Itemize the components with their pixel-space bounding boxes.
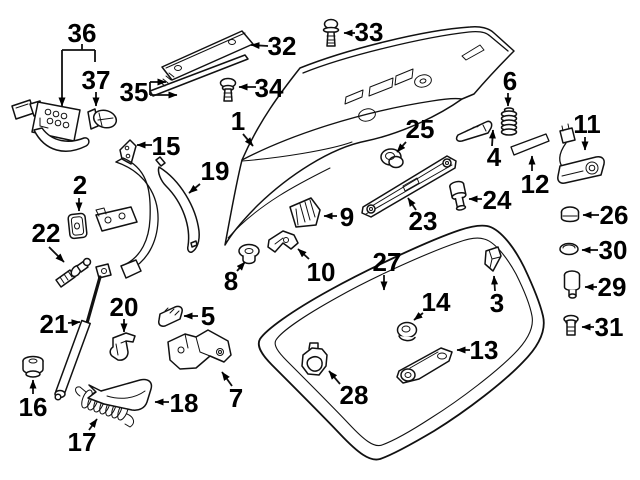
callout-1-label: 1 xyxy=(231,106,245,136)
part-sleeve xyxy=(87,378,153,411)
callout-36-label: 36 xyxy=(68,18,97,48)
part-bolt-angled xyxy=(55,257,92,288)
part-strip xyxy=(455,120,493,142)
part-weatherstrip-seal xyxy=(257,224,545,461)
callout-37-label: 37 xyxy=(82,65,111,95)
callout-4-arrow xyxy=(488,129,496,147)
part-buffer-block xyxy=(289,197,321,228)
callout-16-label: 16 xyxy=(19,392,48,422)
part-bracket xyxy=(267,230,299,253)
part-rivet-31 xyxy=(563,314,579,336)
callout-2-label: 2 xyxy=(73,170,87,200)
callout-4-label: 4 xyxy=(487,142,502,172)
part-plug-29 xyxy=(563,270,581,299)
callout-20-label: 20 xyxy=(110,292,139,322)
callout-14-arrow xyxy=(413,312,424,321)
parts-artwork xyxy=(11,18,605,461)
callout-7-label: 7 xyxy=(229,383,243,413)
callout-25-arrow xyxy=(396,141,407,153)
callout-28-label: 28 xyxy=(340,380,369,410)
callout-22-label: 22 xyxy=(32,218,61,248)
callout-22-arrow xyxy=(48,246,65,263)
callout-10-label: 10 xyxy=(307,257,336,287)
part-bulb xyxy=(87,108,118,130)
part-shoulder-bolt xyxy=(449,180,467,211)
part-buffer-coil xyxy=(500,107,518,136)
part-light-bar xyxy=(361,155,457,218)
part-screw xyxy=(322,18,340,47)
callout-32-arrow xyxy=(250,42,269,49)
callout-21-label: 21 xyxy=(40,309,69,339)
callout-33-label: 33 xyxy=(355,17,384,47)
callout-10-arrow xyxy=(297,248,310,260)
emblem-hole-upper xyxy=(414,74,432,88)
part-clip-rivet xyxy=(219,77,237,102)
callout-31-label: 31 xyxy=(595,312,624,342)
part-plate-outline xyxy=(510,133,550,156)
part-hinge-arm xyxy=(95,157,159,279)
callout-23-label: 23 xyxy=(409,206,438,236)
part-grommet-14 xyxy=(396,321,418,342)
callout-11-label: 11 xyxy=(573,109,601,139)
callout-34-label: 34 xyxy=(255,73,284,103)
callout-18-label: 18 xyxy=(170,388,199,418)
part-gas-strut xyxy=(54,263,112,401)
callout-3-arrow xyxy=(491,275,499,292)
callout-23-arrow xyxy=(407,197,417,211)
part-clamp xyxy=(109,332,136,361)
part-pad xyxy=(67,212,88,240)
callout-28-arrow xyxy=(328,370,341,385)
part-trunk-lid xyxy=(224,26,515,246)
part-grommet-26 xyxy=(560,206,580,223)
part-trim-strip xyxy=(155,156,200,253)
part-license-lamp-assembly xyxy=(11,99,90,152)
callout-12-label: 12 xyxy=(521,169,550,199)
callout-19-label: 19 xyxy=(201,156,230,186)
callout-35-label: 35 xyxy=(120,77,149,107)
callout-17-arrow xyxy=(88,418,98,431)
callout-17-label: 17 xyxy=(68,427,97,457)
callout-6-label: 6 xyxy=(503,66,517,96)
callout-15-label: 15 xyxy=(152,131,181,161)
callout-19-arrow xyxy=(188,183,201,194)
callout-8-label: 8 xyxy=(224,266,238,296)
part-grommet-flanged xyxy=(380,148,404,169)
callout-5-label: 5 xyxy=(201,301,215,331)
part-latch xyxy=(301,342,328,376)
callout-32-label: 32 xyxy=(268,31,297,61)
callout-1-arrow xyxy=(242,133,254,147)
callout-14-label: 14 xyxy=(422,287,451,317)
part-striker xyxy=(396,347,453,384)
callout-29-label: 29 xyxy=(598,272,627,302)
part-grommet-round xyxy=(238,243,260,265)
callout-8-arrow xyxy=(236,261,246,272)
callout-24-label: 24 xyxy=(483,185,512,215)
callout-27-label: 27 xyxy=(373,247,402,277)
callout-7-arrow xyxy=(221,371,233,387)
callout-3-label: 3 xyxy=(490,288,504,318)
part-cap-nut xyxy=(22,355,44,378)
part-oval-plug-30 xyxy=(559,242,579,256)
part-hinge-mount xyxy=(167,329,232,370)
part-cap xyxy=(158,305,183,327)
part-wedge xyxy=(484,246,502,272)
callout-9-label: 9 xyxy=(340,202,354,232)
callout-25-label: 25 xyxy=(406,114,435,144)
emblem-hole-lower xyxy=(358,108,376,122)
callout-26-label: 26 xyxy=(600,200,629,230)
callout-13-label: 13 xyxy=(470,335,499,365)
callout-30-label: 30 xyxy=(599,235,628,265)
callout-21-arrow xyxy=(67,319,81,327)
part-release-handle xyxy=(557,123,605,184)
